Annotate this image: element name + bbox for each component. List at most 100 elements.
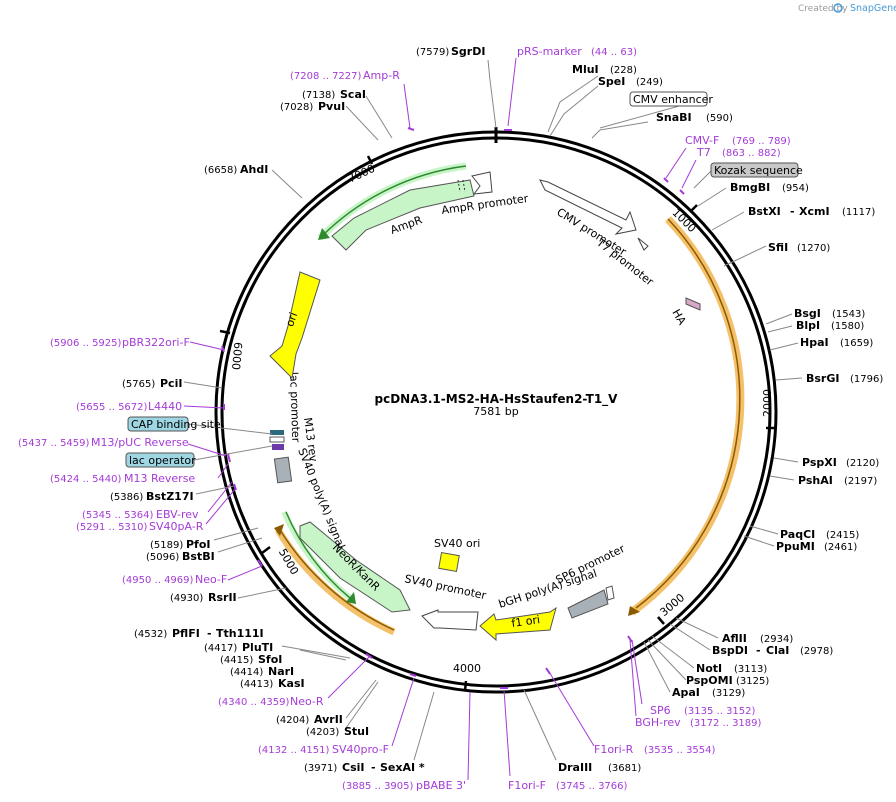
neo-orange-strand (279, 529, 395, 631)
site-pos-blpi: (1580) (831, 321, 864, 332)
primer-t7: T7 (696, 146, 711, 159)
lac-promoter-label: lac promoter (287, 372, 302, 443)
site-pspxi: PspXI (802, 456, 837, 469)
site-sfoi: SfoI (258, 653, 282, 666)
leader-spei (549, 85, 599, 137)
plasmid-title: pcDNA3.1-MS2-HA-HsStaufen2-T1_V (375, 392, 619, 407)
primer-leader-lines (183, 57, 697, 781)
t7-promoter-arrow (637, 237, 649, 251)
snapgene-logo-icon (833, 3, 843, 13)
tick-6000 (219, 329, 231, 335)
site-pos-bstz17i: (5386) (110, 492, 143, 503)
leader-noti (651, 635, 695, 669)
site-bmgbi: BmgBI (730, 181, 770, 194)
site-stui: StuI (344, 725, 369, 738)
site-xcmi: XcmI (799, 205, 830, 218)
leader-pvui (345, 105, 379, 141)
cmv-enhancer-label: CMV enhancer (633, 93, 713, 106)
leader-bsgi (765, 313, 793, 325)
cap-binding-box (127, 416, 189, 432)
cap-site-mark (270, 430, 284, 435)
leader-neo-f (227, 565, 263, 581)
leader-paqci (749, 525, 779, 535)
tick-label-3000: 3000 (657, 591, 687, 619)
mark-sv40pro (409, 673, 417, 677)
site-pos-bsrgi: (1796) (850, 374, 883, 385)
mark-neo-r (365, 653, 373, 659)
leader-avrii (345, 679, 377, 719)
leader-cmv-f (665, 147, 687, 179)
leader-m13puc-reverse (187, 443, 227, 457)
tick-1000 (690, 204, 698, 212)
primer-pos-pbr322ori-f: (5906 .. 5925) (50, 338, 122, 349)
primer-pos-prs-marker: (44 .. 63) (591, 47, 637, 58)
primer-neo-r: Neo-R (290, 695, 324, 708)
site-pos-kasi: (4413) (240, 679, 273, 690)
sv40-polya-box (273, 456, 293, 484)
primer-pos-amp-r: (7208 .. 7227) (290, 71, 362, 82)
site-pos-spei: (249) (636, 77, 663, 88)
leader-m13-reverse (217, 463, 229, 479)
site-pos-aflii: (2934) (760, 634, 793, 645)
site-pshai: PshAI (798, 474, 833, 487)
site-pos-sfoi: (4415) (220, 655, 253, 666)
leader-pshai (769, 475, 795, 481)
leader-sp6 (631, 639, 643, 705)
site-spei: SpeI (598, 75, 625, 88)
leader-ebv-rev (207, 481, 233, 513)
leader-kozak (693, 169, 713, 189)
site-ppumi: PpuMI (776, 540, 815, 553)
leader-ppumi (743, 535, 775, 547)
cap-binding-label: CAP binding site (131, 418, 221, 431)
site-pos-nari: (4414) (230, 667, 263, 678)
leader-pflfi (281, 645, 351, 659)
tick-marks (219, 155, 776, 692)
tick-5000 (261, 546, 271, 554)
site-pos-pvui: (7028) (280, 102, 313, 113)
staufen-orf-arrowhead (628, 606, 640, 616)
site-pos-scai: (7138) (302, 90, 335, 101)
primer-pbr322ori-f: pBR322ori-F (122, 336, 190, 349)
site-mlui: MluI (572, 63, 599, 76)
sv40-ori-box (438, 551, 460, 573)
primer-ebv-rev: EBV-rev (156, 508, 199, 521)
kozak-label: Kozak sequence (714, 164, 803, 177)
snapgene-brand: SnapGene (850, 3, 896, 14)
site-pvui: PvuI (318, 100, 345, 113)
site-pos-bmgbi: (954) (782, 183, 809, 194)
site-sexai: SexAI * (380, 761, 425, 774)
site-bstbi: BstBI (182, 550, 215, 563)
leader-bgh-rev (629, 639, 637, 717)
site-sep-pflfi: - (207, 627, 212, 640)
primer-cmv-f: CMV-F (685, 134, 719, 147)
lac-operator-mark (272, 444, 284, 450)
primer-f1ori-r: F1ori-R (594, 743, 634, 756)
neo-orange-arrowhead (274, 524, 284, 536)
leader-rsrii (237, 587, 287, 599)
site-aflii: AflII (722, 632, 747, 645)
site-labels: (7579) SgrDI MluI (228) SpeI (249) SnaBI… (110, 45, 883, 774)
primer-pos-t7: (863 .. 882) (722, 148, 781, 159)
neo-green-arrowhead (346, 592, 356, 604)
neo-orange-band (275, 528, 396, 636)
amp-green-strand (321, 165, 467, 237)
primer-pos-m13puc-reverse: (5437 .. 5459) (18, 438, 90, 449)
mark-pbr322 (221, 345, 225, 353)
neo-kan-arrow (299, 521, 411, 613)
mark-sv40pa (233, 483, 237, 491)
primer-m13-reverse: M13 Reverse (124, 472, 195, 485)
neo-green-strand (285, 511, 351, 599)
site-pos-draiii: (3681) (608, 763, 641, 774)
credit-created-by: Created by (798, 4, 848, 14)
primer-pos-ebv-rev: (5345 .. 5364) (82, 510, 154, 521)
site-hpai: HpaI (800, 336, 829, 349)
site-snabi: SnaBI (656, 111, 692, 124)
primer-pos-sv40pa-r: (5291 .. 5310) (76, 522, 148, 533)
site-csii: CsiI (342, 761, 364, 774)
tick-label-6000: 6000 (229, 341, 244, 370)
site-pos-bsgi: (1543) (832, 309, 865, 320)
site-pos-hpai: (1659) (840, 338, 873, 349)
leader-mlui (547, 75, 599, 133)
site-nari: NarI (268, 665, 294, 678)
site-pos-bspdi: (2978) (800, 646, 833, 657)
